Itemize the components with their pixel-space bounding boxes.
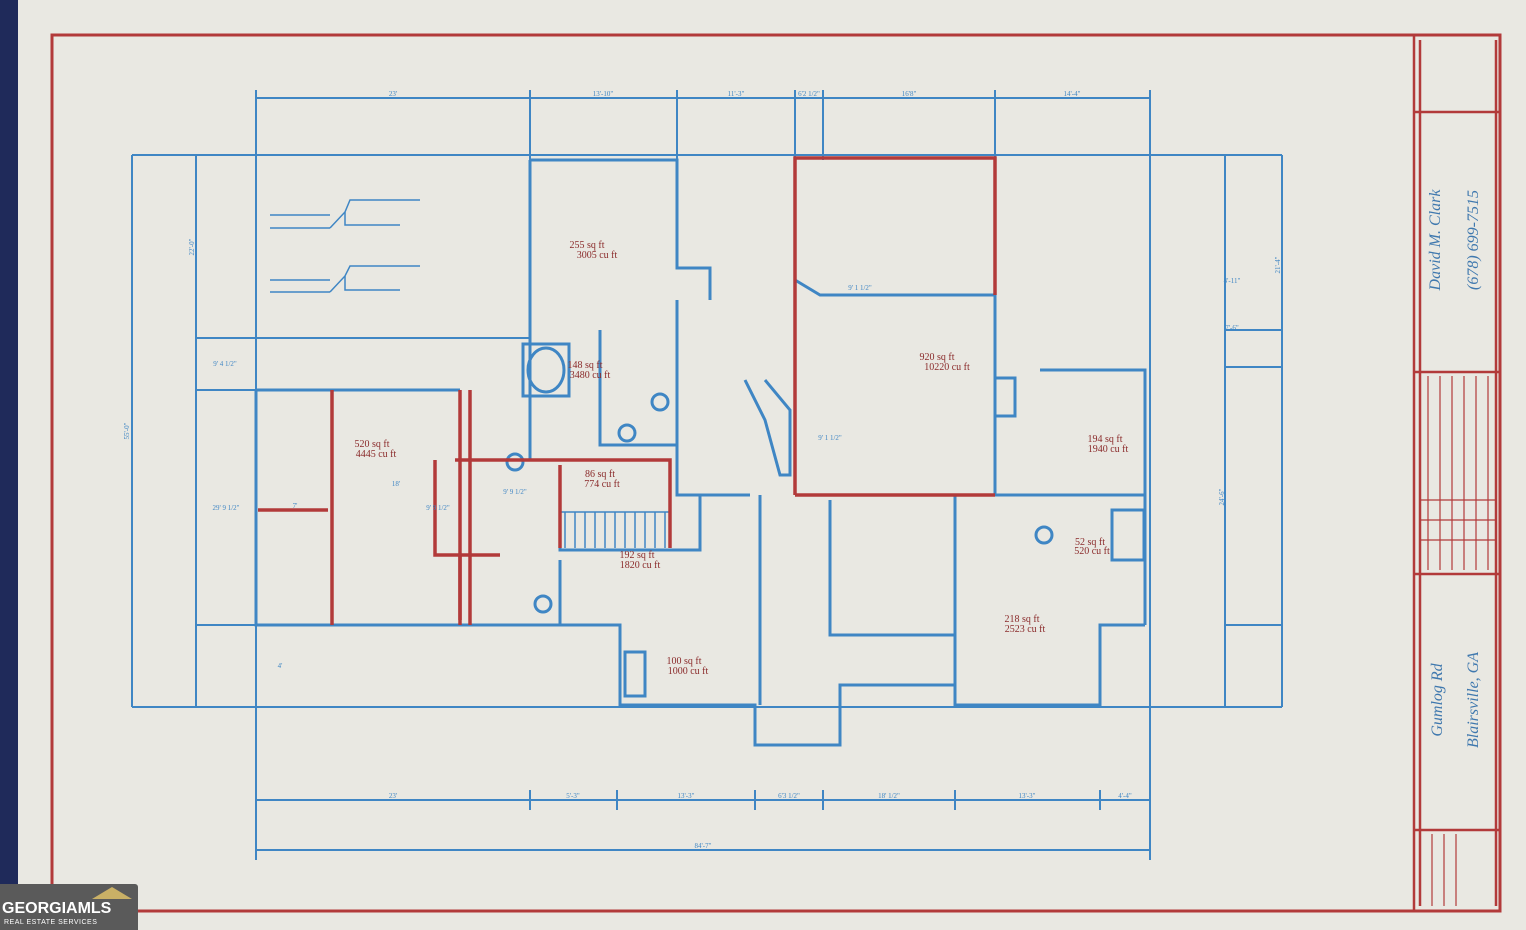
room-label-volume: 3480 cu ft [570,370,611,381]
room-label-area: 255 sq ft [570,240,605,251]
dim-bottom-label: 4'-4" [1118,792,1132,800]
stairs [560,511,670,548]
dim-interior-label: 9' 9 1/2" [426,504,450,512]
dim-right-label: 4'-11" [1224,277,1241,285]
room-label-volume: 1940 cu ft [1088,444,1129,455]
dim-bottom-label: 13'-3" [678,792,695,800]
dim-interior-label: 9' 1 1/2" [848,284,872,292]
designer-name: David M. Clark [1427,189,1444,292]
wall-section-detail [270,199,420,293]
dim-top-label: 6'2 1/2" [798,90,820,98]
dim-top-label: 14'-4" [1064,90,1081,98]
room-label-area: 194 sq ft [1088,434,1123,445]
dim-bottom-label: 5'-3" [566,792,580,800]
room-label-area: 52 sq ft [1075,537,1105,548]
street-name: Gumlog Rd [1429,662,1446,736]
designer-phone: (678) 699-7515 [1465,190,1482,290]
georgiamls-watermark: GEORGIAMLS REAL ESTATE SERVICES [0,884,138,930]
dim-interior-label: 9' 1 1/2" [818,434,842,442]
dim-left-label: 9' 4 1/2" [213,360,237,368]
room-label-volume: 1820 cu ft [620,560,661,571]
room-label-area: 218 sq ft [1005,614,1040,625]
dim-left-label: 55'-0" [123,422,131,439]
dim-right-label: 24'-6" [1218,488,1226,505]
dim-overall-label: 84'-7" [695,842,712,850]
sheet-border [50,33,1502,913]
dim-top-label: 16'8" [902,90,917,98]
dim-bottom-label: 18' 1/2" [878,792,900,800]
dimension-labels: 23' 13'-10" 11'-3" 6'2 1/2" 16'8" 14'-4"… [123,90,1282,850]
room-label-volume: 520 cu ft [1074,546,1110,557]
house-roof-icon [92,887,132,899]
room-label-area: 920 sq ft [920,352,955,363]
room-label-area: 192 sq ft [620,550,655,561]
dim-right-label: 7'-6" [1225,324,1239,332]
dim-right-label: 21'-4" [1274,256,1282,273]
room-label-area: 86 sq ft [585,469,615,480]
dim-bottom-label: 13'-3" [1019,792,1036,800]
room-label-volume: 10220 cu ft [924,362,970,373]
room-labels: 255 sq ft 3005 cu ft 920 sq ft 10220 cu … [355,240,1129,677]
room-label-volume: 4445 cu ft [356,449,397,460]
dim-top-label: 13'-10" [593,90,614,98]
city-name: Blairsville, GA [1465,652,1482,748]
room-label-volume: 3005 cu ft [577,250,618,261]
title-block [1412,35,1500,911]
room-label-area: 520 sq ft [355,439,390,450]
room-label-area: 148 sq ft [568,360,603,371]
dim-left-label: 29' 9 1/2" [212,504,239,512]
watermark-brand: GEORGIAMLS [2,900,112,917]
dim-interior-label: 4' [278,662,283,670]
room-label-volume: 774 cu ft [584,479,620,490]
room-label-area: 100 sq ft [667,656,702,667]
watermark-subtitle: REAL ESTATE SERVICES [4,919,98,926]
dim-interior-label: 9' 9 1/2" [503,488,527,496]
dim-interior-label: 18' [392,480,400,488]
dim-top-label: 23' [389,90,397,98]
dim-bottom-label: 6'3 1/2" [778,792,800,800]
dim-bottom-label: 23' [389,792,397,800]
walls [254,158,1147,747]
dim-left-label: 22'-0" [188,238,196,255]
room-label-volume: 1000 cu ft [668,666,709,677]
dim-top-label: 11'-3" [728,90,745,98]
dimension-lines [131,90,1283,860]
room-label-volume: 2523 cu ft [1005,624,1046,635]
dim-interior-label: 7' [293,502,298,510]
red-walls [258,156,997,625]
